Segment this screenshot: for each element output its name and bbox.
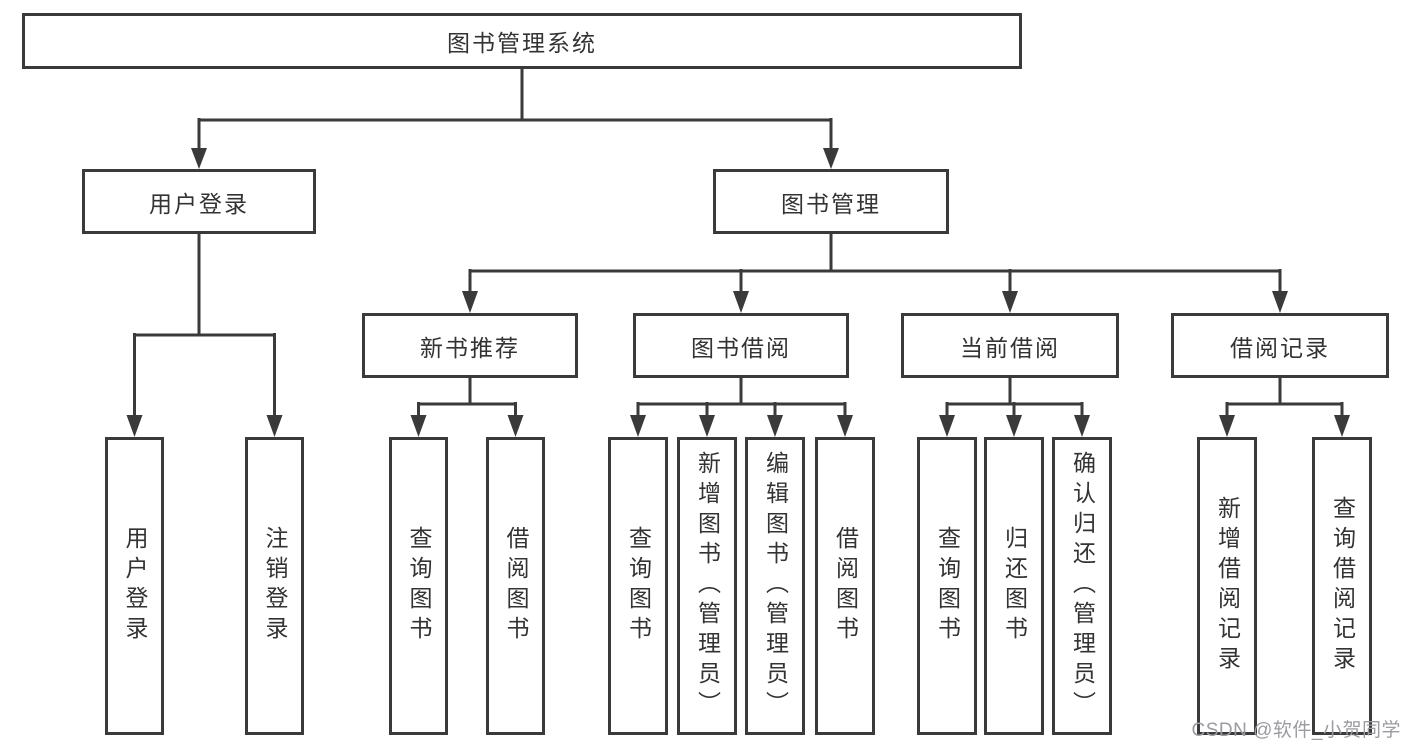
node-label: 新增借阅记录 [1214, 496, 1241, 676]
node-label: 借阅图书 [503, 526, 529, 646]
node-root: 图书管理系统 [22, 13, 1022, 69]
node-book-management: 图书管理 [713, 169, 949, 234]
node-login: 用户登录 [105, 437, 164, 735]
node-label: 用户登录 [149, 190, 249, 217]
node-current-query-books: 查询图书 [917, 437, 977, 735]
node-label: 图书借阅 [691, 334, 791, 361]
edges-new-book-recommend [410, 378, 524, 437]
node-borrow-edit-books-admin: 编辑图书（管理员） [745, 437, 805, 735]
node-borrow-records: 借阅记录 [1171, 313, 1389, 378]
edges-borrow-records [1219, 378, 1350, 437]
node-label: 当前借阅 [960, 334, 1060, 361]
watermark: CSDN @软件_小贺同学 [1191, 720, 1401, 741]
edges-root [191, 69, 839, 169]
node-label: 编辑图书（管理员） [762, 451, 789, 721]
node-label: 查询图书 [406, 526, 432, 646]
node-borrow-borrow-books: 借阅图书 [815, 437, 875, 735]
edges-user-login [126, 234, 283, 437]
edges-book-borrow [630, 378, 853, 437]
edges-current-borrow [939, 378, 1090, 437]
node-label: 新书推荐 [420, 334, 520, 361]
node-label: 注销登录 [262, 526, 288, 646]
node-borrow-query-books: 查询图书 [608, 437, 668, 735]
node-book-borrow: 图书借阅 [633, 313, 849, 378]
node-label: 确认归还（管理员） [1069, 451, 1096, 721]
edges-book-management [462, 234, 1288, 313]
node-label: 图书管理系统 [447, 30, 597, 56]
node-borrow-add-books-admin: 新增图书（管理员） [677, 437, 737, 735]
node-user-login: 用户登录 [82, 169, 316, 234]
node-current-return-books: 归还图书 [984, 437, 1044, 735]
node-recommend-borrow-books: 借阅图书 [486, 437, 545, 735]
node-label: 查询图书 [625, 526, 652, 646]
node-label: 查询图书 [934, 526, 961, 646]
node-records-add-record: 新增借阅记录 [1197, 437, 1257, 735]
node-label: 借阅图书 [832, 526, 859, 646]
node-label: 图书管理 [781, 190, 881, 217]
node-label: 新增图书（管理员） [694, 451, 721, 721]
node-new-book-recommend: 新书推荐 [362, 313, 578, 378]
node-label: 归还图书 [1001, 526, 1028, 646]
node-current-borrow: 当前借阅 [901, 313, 1119, 378]
node-logout: 注销登录 [245, 437, 304, 735]
node-recommend-query-books: 查询图书 [389, 437, 448, 735]
node-label: 借阅记录 [1230, 334, 1330, 361]
node-label: 用户登录 [122, 526, 148, 646]
node-current-confirm-return-admin: 确认归还（管理员） [1052, 437, 1112, 735]
node-label: 查询借阅记录 [1329, 496, 1356, 676]
node-records-query-record: 查询借阅记录 [1312, 437, 1372, 735]
